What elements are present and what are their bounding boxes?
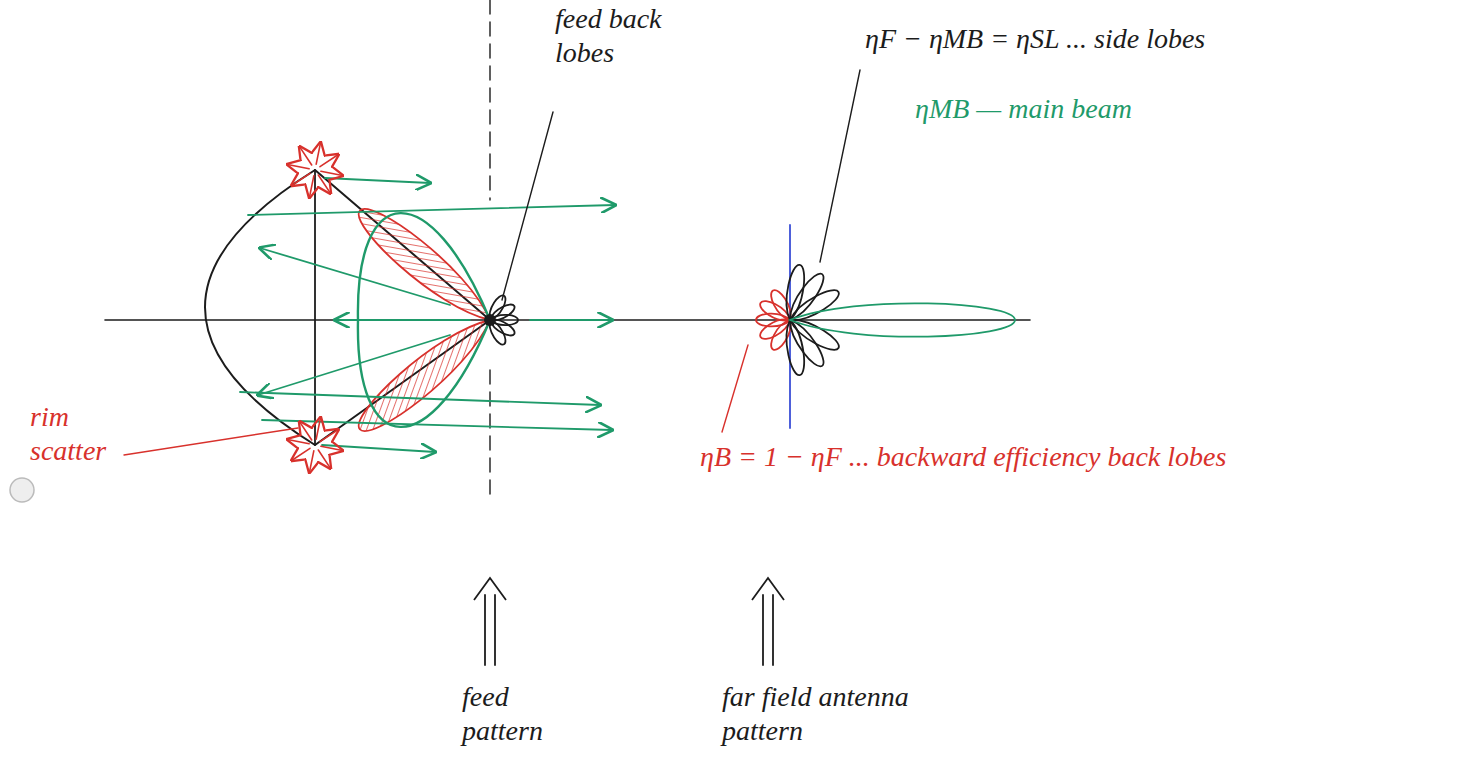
pointer-arrow [752,578,784,600]
rim-scatter-arrow [321,171,343,175]
ray-arrow [258,335,450,395]
leader-line [502,112,553,300]
rim-scatter-arrow [300,147,312,165]
rim-scatter-arrow [309,451,313,473]
rim-scatter-arrow [288,164,310,168]
parabolic-reflector [205,170,315,445]
feed-point [484,314,496,326]
feed-plane-line [489,370,490,495]
annotation-label: ηF − ηMB = ηSL ... side lobes [865,22,1205,56]
punch-hole [10,478,34,502]
leader-line [820,70,860,262]
rim-scatter-arrow [318,175,330,193]
leader-line [124,428,298,455]
rim-scatter-arrow [292,173,310,185]
feed-spill-lobe [349,198,501,333]
ray-arrow [262,420,612,430]
rim-scatter-arrow [292,448,310,460]
pointer-arrow [484,595,486,665]
rim-scatter-arrow [316,143,320,165]
symmetry-axis [105,319,1030,321]
annotation-label: far field antenna pattern [722,680,922,748]
side-lobe [786,313,842,354]
annotation-label: feed back lobes [555,2,665,70]
annotation-label: ηMB — main beam [915,92,1132,126]
feed-spill-lobe [349,307,501,442]
rim-scatter-arrow [288,439,310,443]
leader-line [722,345,748,432]
rim-scatter-arrow [320,155,338,167]
side-lobe [782,319,807,377]
ray-arrow [248,205,615,215]
rim-scatter-arrow [318,450,330,468]
annotation-label: rim scatter [30,400,122,468]
annotation-label: ηB = 1 − ηF ... backward efficiency back… [700,440,1260,474]
ray-arrow [335,319,470,321]
rim-scatter-arrow [320,430,338,442]
ray-arrow [260,248,450,305]
pointer-arrow [494,595,496,665]
side-lobe [784,270,829,325]
rim-scatter-arrow [316,418,320,440]
main-beam-lobe [790,303,1015,336]
annotation-label: feed pattern [462,680,572,748]
pointer-arrow [772,595,774,665]
pointer-arrow [474,578,506,600]
feed-plane-line [489,0,490,200]
rim-scatter-arrow [300,422,312,440]
rim-scatter-arrow [309,176,313,198]
ray-arrow [530,319,612,321]
ray-arrow [240,392,600,405]
ray-arrow [322,445,435,452]
ray-arrow [325,178,430,183]
pointer-arrow [762,595,764,665]
rim-scatter-arrow [321,446,343,450]
aperture-line [314,170,316,445]
